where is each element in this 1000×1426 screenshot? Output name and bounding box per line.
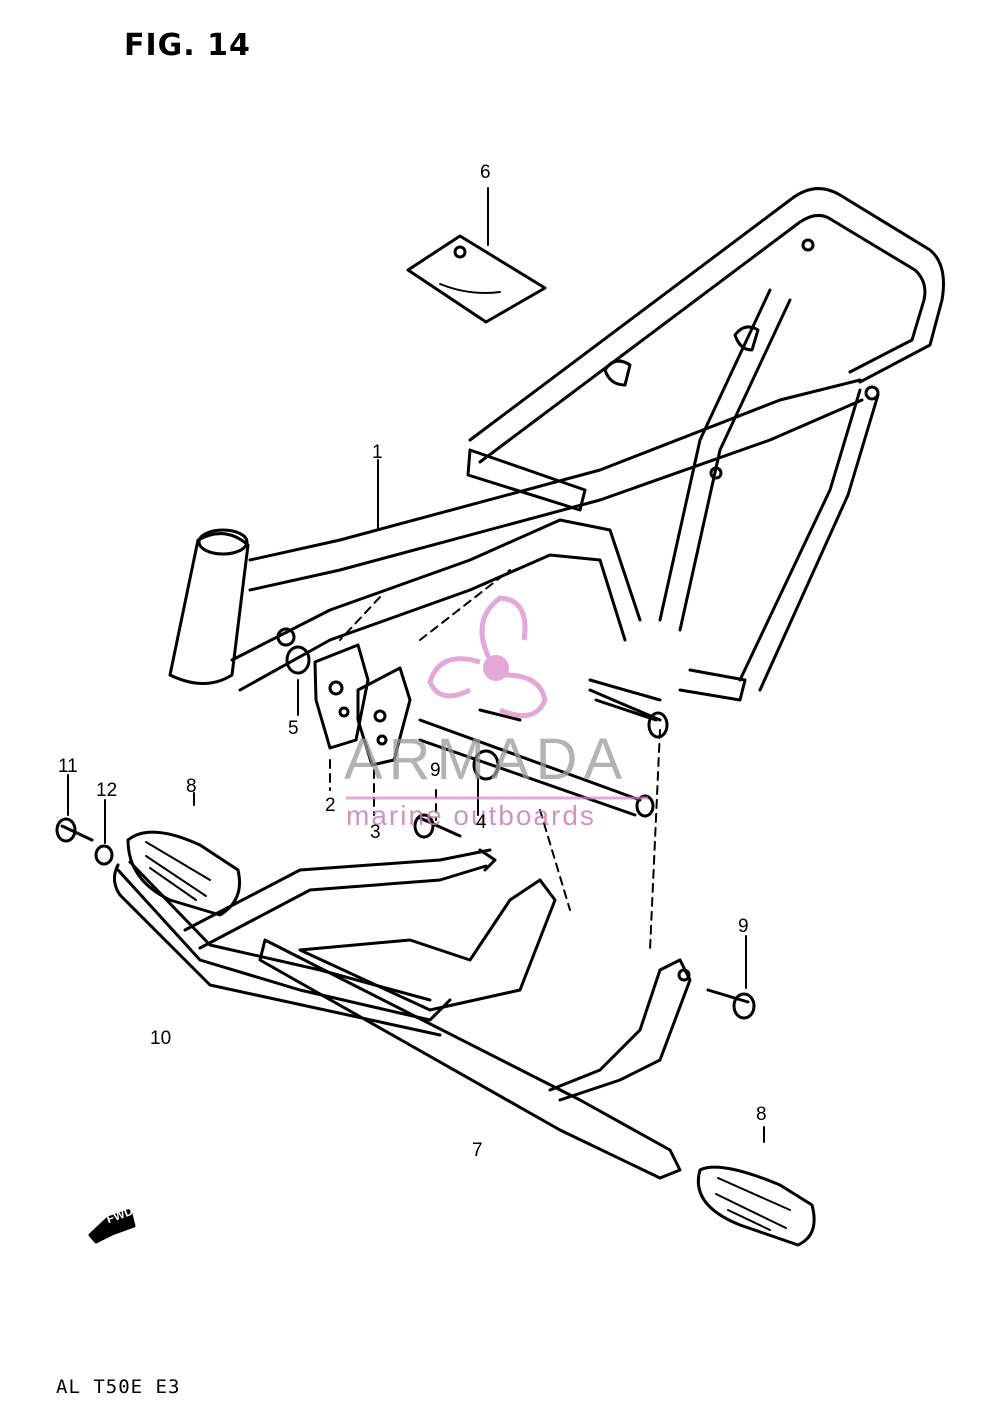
frame-head-pipe <box>168 532 250 685</box>
part-5-bushing <box>285 645 311 675</box>
part-10-step-bar <box>116 868 452 1022</box>
model-code: AL T50E E3 <box>56 1376 181 1398</box>
part-6-hole <box>453 245 467 259</box>
watermark-tagline: marine outboards <box>346 800 596 831</box>
frame-seat-loop-inner <box>478 214 927 464</box>
callout-7: 7 <box>472 1140 483 1161</box>
fwd-arrow-shape <box>88 1208 136 1244</box>
watermark-brand: ARMADA <box>344 727 629 792</box>
part-8-footpeg-left <box>126 830 241 917</box>
callout-4: 4 <box>476 812 487 833</box>
frame-cross-tube <box>418 718 642 802</box>
callout-12: 12 <box>96 780 118 801</box>
watermark-logo-rings <box>427 595 548 719</box>
part-3-mount-plate <box>356 666 412 767</box>
frame-seat-stay <box>738 388 862 682</box>
callout-8-left: 8 <box>186 776 197 797</box>
callout-10: 10 <box>150 1028 172 1049</box>
callout-9-center: 9 <box>430 760 441 781</box>
part-7-lower-bracket <box>258 938 682 1180</box>
part-8-footpeg-right <box>696 1165 816 1247</box>
part-6-plate <box>406 234 547 324</box>
part-11-bolt <box>60 824 94 842</box>
frame-cross-bracket <box>466 448 587 512</box>
callout-8-right: 8 <box>756 1104 767 1125</box>
callout-11: 11 <box>58 756 78 777</box>
figure-title: FIG. 14 <box>124 28 251 63</box>
frame-rear-strut <box>658 288 772 622</box>
part-9-bolt-right <box>706 988 750 1004</box>
frame-seat-loop-outer <box>468 187 945 442</box>
callout-9-right: 9 <box>738 916 749 937</box>
callout-3: 3 <box>370 822 381 843</box>
part-2-mount-plate <box>313 643 370 750</box>
frame-top-tube <box>248 378 862 562</box>
callout-5: 5 <box>288 718 299 739</box>
callout-1: 1 <box>372 442 383 463</box>
part-4-nut <box>472 749 500 781</box>
callout-6: 6 <box>480 162 491 183</box>
part-12-washer <box>94 844 114 866</box>
part-9-bolt-center <box>418 816 462 838</box>
frame-down-tube <box>230 518 642 662</box>
callout-2: 2 <box>325 795 336 816</box>
